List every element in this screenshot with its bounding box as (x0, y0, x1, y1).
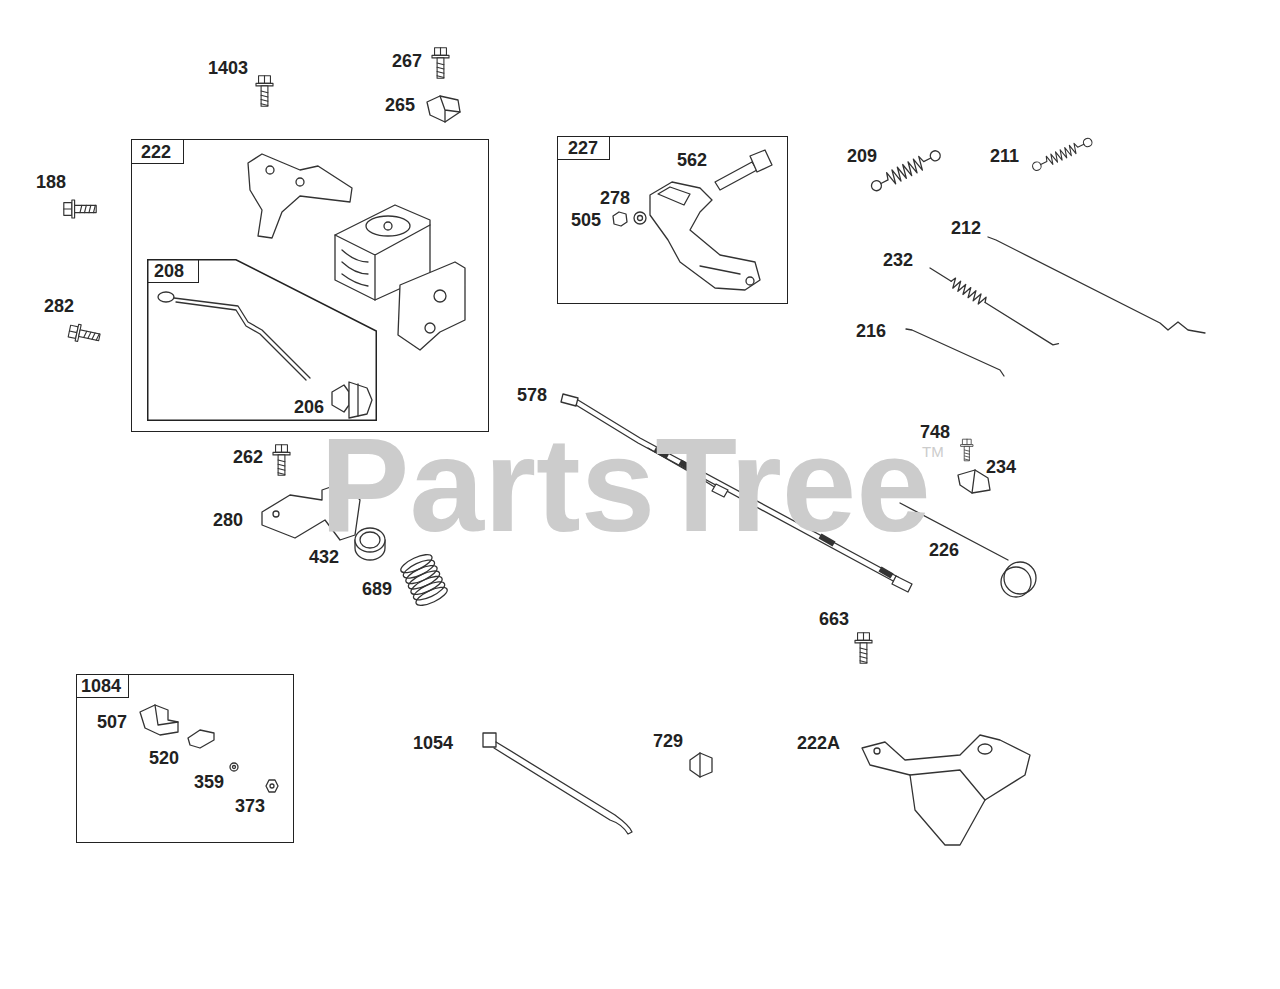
callout-number: 1054 (413, 733, 453, 753)
callout-number: 689 (362, 579, 392, 599)
callout-number: 507 (97, 712, 127, 732)
parts-group-box: 227 562 278505 (557, 136, 788, 304)
callout-number: 212 (951, 218, 981, 238)
callout-number: 359 (194, 772, 224, 792)
callout-number: 265 (385, 95, 415, 115)
callout-number: 216 (856, 321, 886, 341)
trademark-mark: TM (922, 444, 944, 460)
parts-group-box: 208 206 (147, 259, 377, 421)
group-number: 222 (141, 142, 171, 162)
callout-number: 280 (213, 510, 243, 530)
group-outline (147, 259, 377, 421)
callout-number: 729 (653, 731, 683, 751)
callout-number: 188 (36, 172, 66, 192)
watermark: PartsTree (320, 418, 931, 552)
group-number: 208 (154, 261, 184, 281)
callout-number: 278 (600, 188, 630, 208)
callout-number: 663 (819, 609, 849, 629)
parts-group-box: 222 208 206 (131, 139, 489, 432)
callout-number: 232 (883, 250, 913, 270)
callout-number: 505 (571, 210, 601, 230)
group-outline-path (148, 260, 377, 421)
callout-number: 262 (233, 447, 263, 467)
callout-number: 211 (990, 146, 1019, 166)
callout-number: 578 (517, 385, 547, 405)
callout-number: 373 (235, 796, 265, 816)
callout-number: 226 (929, 540, 959, 560)
callout-number: 267 (392, 51, 422, 71)
callout-number: 520 (149, 748, 179, 768)
callout-number: 562 (677, 150, 707, 170)
callout-number: 222A (797, 733, 840, 753)
parts-group-box: 1084 507 520 359 373 (76, 674, 294, 843)
group-number: 1084 (81, 676, 121, 696)
callout-number: 1403 (208, 58, 248, 78)
callout-number: 234 (986, 457, 1016, 477)
callout-number: 206 (294, 397, 324, 417)
callout-number: 209 (847, 146, 877, 166)
callout-number: 282 (44, 296, 74, 316)
group-number: 227 (568, 138, 598, 158)
